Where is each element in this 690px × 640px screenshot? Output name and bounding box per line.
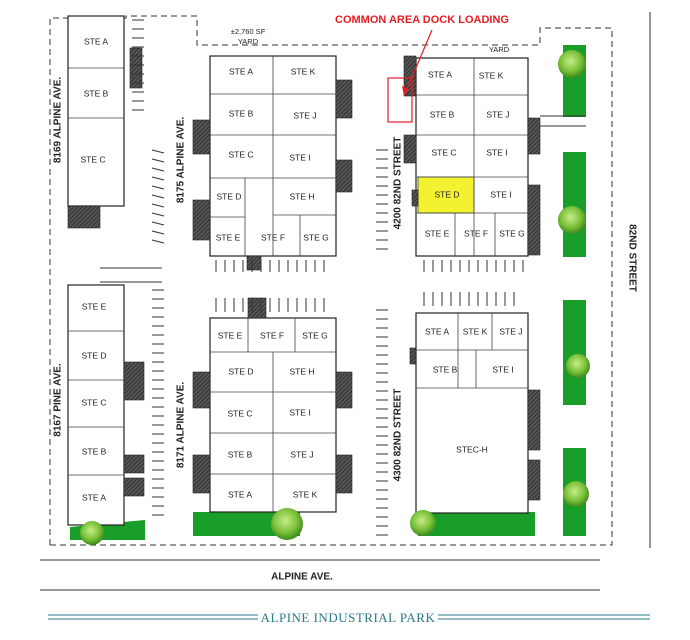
suite-label: STE I [289, 152, 310, 162]
street-alpine: ALPINE AVE. [271, 572, 333, 583]
suite-label: STE C [228, 149, 253, 159]
parking-stripe [151, 158, 165, 163]
suite-label: STE C [80, 154, 105, 164]
parking-stripe [151, 221, 165, 226]
suite-label: STE F [260, 330, 284, 340]
suite-label-highlighted: STE D [434, 189, 459, 199]
parking-stripe [151, 239, 165, 244]
parking-stripe [151, 230, 165, 235]
suite-label: STE G [302, 330, 328, 340]
suite-label: STE B [82, 446, 107, 456]
suite-label: STE B [430, 109, 455, 119]
suite-label: STE F [464, 228, 488, 238]
suite-label: STE K [293, 489, 318, 499]
address-8167: 8167 PINE AVE. [53, 363, 64, 437]
callout-label: COMMON AREA DOCK LOADING [335, 14, 509, 26]
landscape-strips [70, 45, 586, 540]
suite-label: STE A [82, 492, 106, 502]
parking-stripe [151, 212, 165, 217]
suite-label: STE E [425, 228, 450, 238]
suite-label: STE C [227, 408, 252, 418]
building-8171: STE E STE F STE G STE D STE H STE C STE … [176, 297, 353, 513]
suite-label: STEC-H [456, 444, 488, 454]
parking-stripe [151, 194, 165, 199]
dock-loading-callout: COMMON AREA DOCK LOADING [335, 14, 509, 123]
road-lines [40, 12, 651, 591]
trees [80, 50, 590, 545]
suite-label: STE A [84, 36, 108, 46]
suite-label: STE A [425, 326, 449, 336]
property-boundary [49, 15, 613, 546]
suite-label: STE B [228, 449, 253, 459]
parking-stripe [151, 176, 165, 181]
suite-label: STE J [290, 449, 313, 459]
address-8169: 8169 ALPINE AVE. [53, 77, 64, 164]
suite-label: STE D [216, 191, 241, 201]
building-4300: STE A STE K STE J STE B STE I STEC-H 430… [393, 312, 541, 514]
suite-label: STE E [216, 232, 241, 242]
building-8169: STE A STE B STE C 8169 ALPINE AVE. [53, 15, 143, 229]
yard-area-label: ±2,760 SF [231, 27, 266, 36]
street-82nd: 82ND STREET [626, 224, 637, 292]
suite-label: STE J [499, 326, 522, 336]
suite-label: STE I [486, 147, 507, 157]
highlighted-suite [417, 176, 475, 214]
suite-label: STE G [499, 228, 525, 238]
suite-label: STE J [486, 109, 509, 119]
suite-label: STE A [428, 69, 452, 79]
suite-label: STE G [303, 232, 329, 242]
suite-label: STE B [229, 108, 254, 118]
suite-label: STE E [82, 301, 107, 311]
building-4200: STE A STE K STE B STE J STE C STE I STE … [393, 45, 541, 257]
suite-label: STE K [463, 326, 488, 336]
suite-label: STE D [228, 366, 253, 376]
suite-label: STE B [433, 364, 458, 374]
suite-label: STE I [490, 189, 511, 199]
suite-label: STE J [293, 110, 316, 120]
building-8167: STE E STE D STE C STE B STE A 8167 PINE … [53, 284, 145, 526]
suite-label: STE D [81, 350, 106, 360]
parking-stripe [151, 185, 165, 190]
suite-label: STE H [289, 366, 314, 376]
yard-label: YARD [489, 45, 510, 54]
suite-label: STE B [84, 88, 109, 98]
suite-label: STE A [229, 66, 253, 76]
suite-label: STE K [291, 66, 316, 76]
park-title: ALPINE INDUSTRIAL PARK [261, 610, 436, 625]
parking-stripe [151, 149, 165, 154]
suite-label: STE C [431, 147, 456, 157]
parking-stripe [151, 167, 165, 172]
suite-label: STE K [479, 70, 504, 80]
suite-label: STE I [289, 407, 310, 417]
suite-label: STE E [218, 330, 243, 340]
footer: ALPINE INDUSTRIAL PARK [48, 610, 650, 625]
suite-label: STE A [228, 489, 252, 499]
address-8175: 8175 ALPINE AVE. [176, 117, 187, 204]
parking-stripe [151, 203, 165, 208]
suite-label: STE I [492, 364, 513, 374]
suite-label: STE F [261, 232, 285, 242]
address-4300: 4300 82ND STREET [393, 389, 404, 482]
suite-label: STE C [81, 397, 106, 407]
address-4200: 4200 82ND STREET [393, 137, 404, 230]
building-8175: STE A STE K STE B STE J STE C STE I STE … [176, 27, 353, 271]
address-8171: 8171 ALPINE AVE. [176, 382, 187, 469]
yard-label: YARD [238, 37, 259, 46]
suite-label: STE H [289, 191, 314, 201]
